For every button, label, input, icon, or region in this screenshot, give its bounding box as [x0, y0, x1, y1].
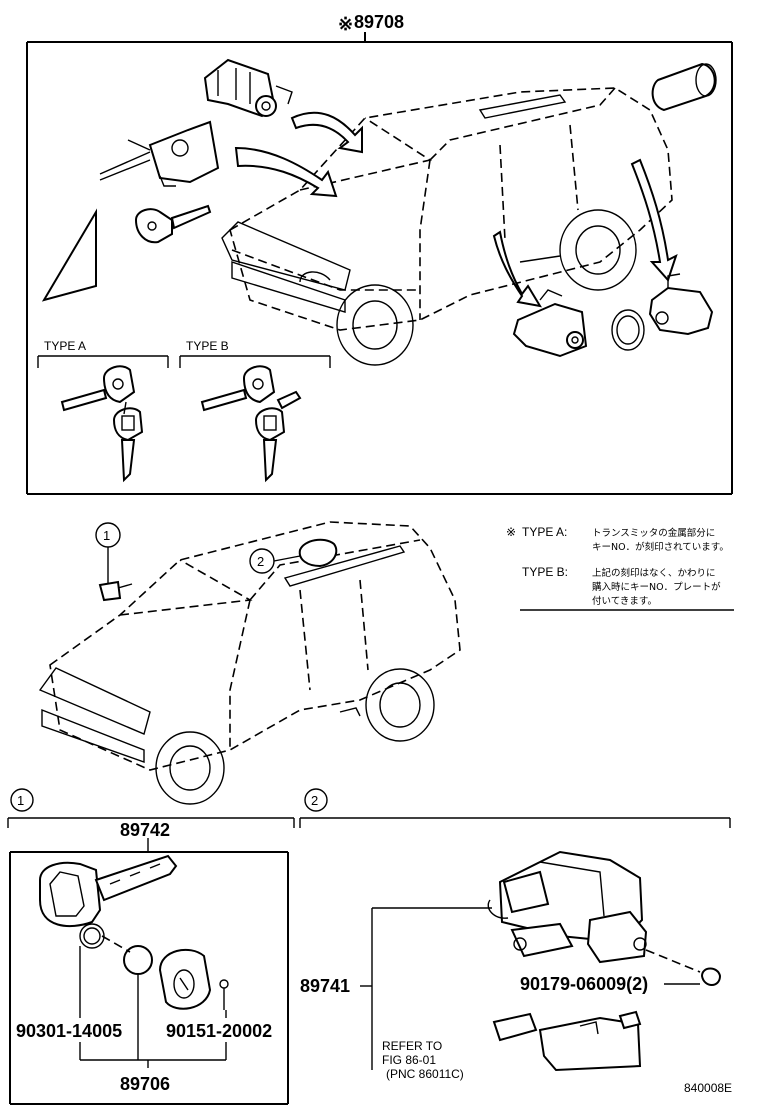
top-group-marker: ※: [338, 14, 353, 34]
section2-main-part: 89741: [300, 976, 350, 996]
note-type-b-label: TYPE B:: [522, 565, 568, 579]
section1-header: [7, 788, 295, 828]
type-a-keys-icon: [60, 365, 144, 483]
note-type-b-line1: 上記の刻印はなく、かわりに: [592, 567, 716, 579]
ignition-lock-cylinder-icon: [99, 120, 220, 187]
section1-frame: [9, 838, 289, 1105]
screw-icon-section2: [645, 949, 722, 986]
callout-2: [249, 538, 338, 574]
key-icon-top: [134, 204, 212, 244]
connector-icon: [492, 1010, 642, 1072]
vehicle-illustration-top: [221, 87, 673, 366]
vehicle-illustration-middle: [38, 521, 461, 805]
door-lock-cylinder-icon: [203, 58, 293, 118]
lock-ring-icon: [611, 309, 645, 351]
type-b-bracket: [179, 355, 331, 368]
note-type-a-label: TYPE A:: [522, 525, 567, 539]
refer-line3: (PNC 86011C): [386, 1067, 464, 1081]
type-b-keys-icon: [200, 365, 302, 483]
note-type-b-line2: 購入時にキーNO．プレートが: [592, 581, 721, 593]
notes-marker: ※: [506, 525, 516, 539]
type-a-bracket: [37, 355, 169, 368]
transmitter-case-icon: [158, 948, 212, 1010]
refer-line2: FIG 86-01: [382, 1053, 436, 1067]
note-type-a-line1: トランスミッタの金属部分に: [592, 527, 715, 539]
drawing-id: 840008E: [684, 1081, 732, 1095]
callout-1-number: 1: [103, 528, 110, 543]
assembly-line-1: [101, 935, 131, 953]
section1-left-part: 90301-14005: [16, 1021, 122, 1041]
key-plate-icon: [41, 208, 97, 302]
type-a-label: TYPE A: [44, 339, 86, 353]
section2-leaders: [360, 907, 700, 1070]
top-group-part-number: 89708: [354, 12, 404, 32]
section2-screw-part: 90179-06009(2): [520, 974, 648, 994]
section2-marker: 2: [311, 793, 318, 808]
refer-line1: REFER TO: [382, 1039, 442, 1053]
section1-marker: 1: [17, 793, 24, 808]
top-group-frame: [26, 32, 733, 495]
hatch-lock-cylinder-icon: [651, 62, 717, 112]
note-type-a-line2: キーNO．が刻印されています。: [592, 541, 729, 553]
hatch-lock-lower-icon: [648, 273, 714, 336]
section1-bottom-part: 89706: [120, 1074, 170, 1094]
arrows-top: [234, 111, 678, 308]
door-lock-cylinder-lower-icon: [512, 289, 588, 358]
door-control-receiver-icon: [487, 850, 648, 964]
o-ring-icon: [79, 923, 105, 949]
screw-icon: [219, 979, 229, 1010]
section1-part-number: 89742: [120, 820, 170, 840]
section1-right-part: 90151-20002: [166, 1021, 272, 1041]
callout-1: [95, 522, 133, 602]
type-b-label: TYPE B: [186, 339, 229, 353]
transmitter-key-icon: [39, 854, 178, 928]
section2-header: [299, 788, 731, 828]
section1-leaders: [79, 946, 227, 1068]
callout-2-number: 2: [257, 554, 264, 569]
note-type-b-line3: 付いてきます。: [592, 596, 657, 607]
notes-block: ※ TYPE A: トランスミッタの金属部分に キーNO．が刻印されています。 …: [506, 525, 734, 611]
